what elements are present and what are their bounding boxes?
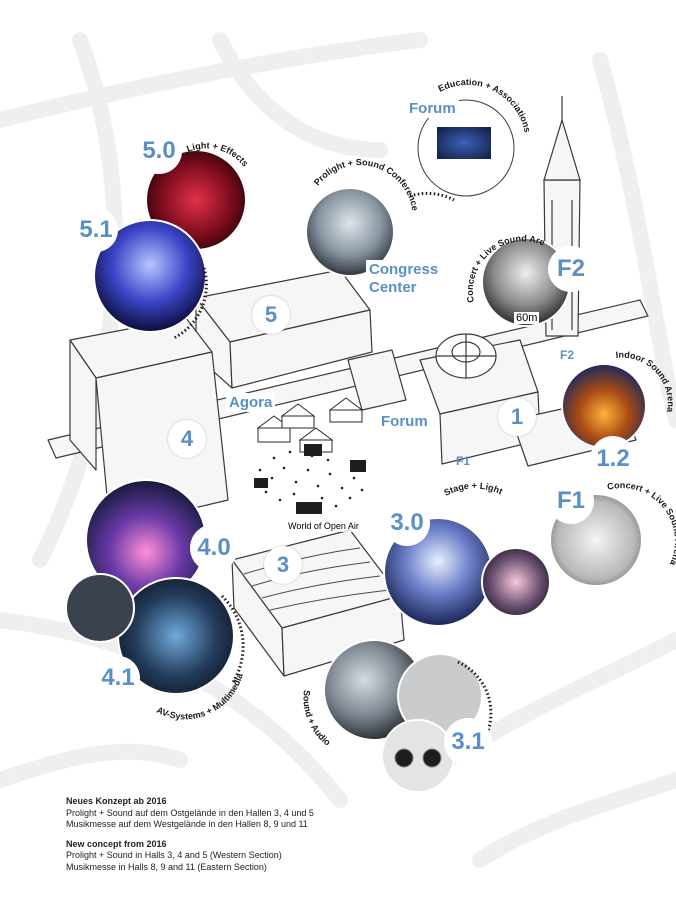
badge-4-0: 4.0	[190, 524, 238, 572]
photo-circles	[65, 99, 647, 793]
photo-prolight-conference	[305, 187, 395, 277]
badge-f1-label: F1	[556, 487, 585, 514]
speaker-cones	[394, 748, 442, 768]
photo-av-small	[65, 573, 135, 643]
photo-speakers	[381, 719, 455, 793]
hall-1-badge: 1	[498, 398, 536, 436]
badge-4-0-label: 4.0	[197, 534, 231, 561]
hall-1-number: 1	[510, 404, 524, 429]
badge-5-0-label: 5.0	[142, 137, 176, 164]
agora-tents	[256, 397, 364, 453]
badge-3-0: 3.0	[384, 500, 430, 546]
concept-notes: Neues Konzept ab 2016 Prolight + Sound a…	[66, 796, 314, 881]
area-label-congress-center: Congress Center	[366, 260, 442, 298]
badge-f2-label: F2	[556, 255, 585, 282]
badge-5-0: 5.0	[136, 128, 182, 174]
badge-3-0-label: 3.0	[390, 509, 424, 536]
badge-5-1: 5.1	[74, 208, 118, 252]
badge-4-1-label: 4.1	[101, 664, 135, 691]
notes-de-heading: Neues Konzept ab 2016	[66, 796, 167, 806]
badge-3-1: 3.1	[444, 718, 492, 766]
badge-4-1: 4.1	[96, 656, 140, 700]
hall-4-number: 4	[180, 426, 194, 451]
tower-height-label: 60m	[514, 312, 540, 324]
hall-4-badge: 4	[168, 420, 206, 458]
notes-de-line-1: Prolight + Sound auf dem Ostgelände in d…	[66, 807, 314, 818]
notes-german: Neues Konzept ab 2016 Prolight + Sound a…	[66, 796, 314, 831]
festhalle-dome	[435, 333, 497, 379]
hall-5-badge: 5	[252, 296, 290, 334]
badge-1-2: 1.2	[590, 436, 636, 482]
area-label-f2-small: F2	[560, 348, 575, 362]
notes-en-heading: New concept from 2016	[66, 838, 167, 849]
congress-line-2: Center	[369, 279, 417, 296]
area-label-agora: Agora	[226, 393, 276, 412]
notes-en-line-1: Prolight + Sound in Halls 3, 4 and 5 (We…	[66, 850, 282, 860]
notes-en-line-2: Musikmesse in Halls 8, 9 and 11 (Eastern…	[66, 861, 267, 872]
badge-f2: F2	[548, 246, 594, 292]
stage-screens	[254, 444, 366, 514]
area-label-forum-top: Forum	[406, 99, 459, 118]
notes-english: New concept from 2016 Prolight + Sound i…	[66, 839, 314, 874]
hall-3-number: 3	[276, 552, 290, 577]
badge-3-1-label: 3.1	[451, 728, 485, 755]
badge-1-2-label: 1.2	[596, 445, 630, 472]
badge-f1: F1	[548, 478, 594, 524]
hall-3-badge: 3	[264, 546, 302, 584]
congress-line-1: Congress	[369, 261, 439, 278]
open-air-crowd	[258, 450, 364, 508]
hall-3-roof	[243, 547, 391, 611]
area-label-f1-small: F1	[456, 454, 471, 468]
hall-5-number: 5	[264, 302, 278, 327]
notes-de-line-2: Musikmesse auf dem Westgelände in den Ha…	[66, 819, 308, 829]
area-label-world-open-air: World of Open Air	[286, 520, 361, 532]
badge-5-1-label: 5.1	[79, 216, 113, 243]
arc-label-stage-light: Stage + Light	[442, 480, 504, 497]
photo-forum-screen	[435, 125, 493, 161]
photo-indoor-arena	[561, 363, 647, 449]
area-label-forum: Forum	[378, 412, 431, 431]
photo-stage-light-2	[481, 547, 551, 617]
